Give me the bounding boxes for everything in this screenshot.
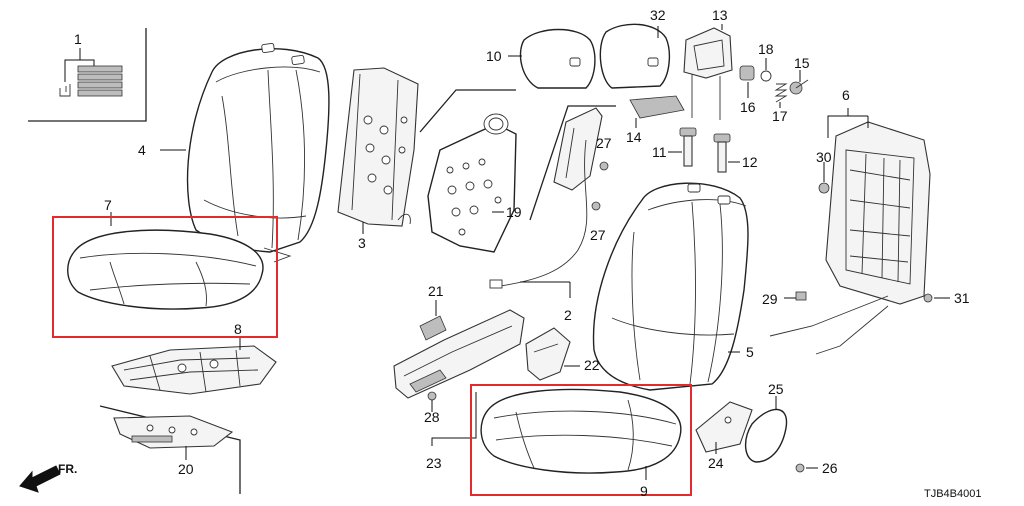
bolt-part-15 (789, 70, 809, 95)
highlight-box-part-9 (470, 384, 692, 496)
callout-32: 32 (650, 7, 666, 23)
back-pad-part-3 (337, 67, 419, 234)
highlight-box-part-7 (52, 216, 278, 338)
front-label: FR. (58, 462, 78, 476)
callout-11: 11 (652, 144, 667, 160)
callout-26: 26 (822, 460, 838, 476)
cushion-cover-part-7 (67, 212, 264, 310)
back-plate-part-19 (419, 89, 517, 253)
guide-part-14 (629, 95, 685, 128)
side-cover-part-25 (745, 396, 788, 463)
callout-20: 20 (178, 461, 194, 477)
screw-part-28 (427, 391, 437, 412)
guide-sleeve-part-12 (713, 133, 740, 173)
diagram-code: TJB4B4001 (924, 488, 982, 500)
spring-part-17 (774, 83, 788, 108)
callout-8: 8 (234, 321, 242, 337)
callout-12: 12 (742, 154, 758, 170)
callout-28: 28 (424, 409, 440, 425)
callout-14: 14 (626, 129, 642, 145)
callout-10: 10 (486, 48, 502, 64)
bracket-part-24 (695, 401, 753, 454)
callout-4: 4 (138, 142, 146, 158)
callout-15: 15 (794, 55, 810, 71)
callout-1: 1 (74, 31, 82, 47)
callout-7: 7 (104, 197, 112, 213)
callout-13: 13 (712, 7, 728, 23)
callout-27b: 27 (590, 227, 606, 243)
callout-16: 16 (740, 99, 756, 115)
knob-part-16 (739, 65, 755, 98)
callout-21: 21 (428, 283, 444, 299)
callout-19: 19 (506, 204, 522, 220)
callout-18: 18 (758, 41, 774, 57)
callout-24: 24 (708, 455, 724, 471)
callout-27a: 27 (596, 135, 612, 151)
headrest-frame-part-13 (683, 24, 733, 120)
clip-set-part-1 (28, 28, 147, 122)
callout-22: 22 (584, 357, 600, 373)
seat-cushion-part-9 (480, 388, 682, 480)
clip-part-29 (784, 291, 807, 301)
headrest-part-32 (599, 23, 671, 89)
headrest-cover-part-10 (508, 28, 596, 89)
callout-25: 25 (768, 381, 784, 397)
screw-part-26 (795, 463, 818, 473)
front-direction-arrow (19, 465, 61, 493)
callout-6: 6 (842, 87, 850, 103)
callout-3: 3 (358, 235, 366, 251)
cushion-frame-part-8 (111, 336, 277, 395)
callout-5: 5 (746, 344, 754, 360)
callout-31: 31 (954, 290, 970, 306)
seatback-cover-part-5 (592, 182, 749, 391)
cushion-pad-part-20 (99, 405, 241, 494)
clip-part-18 (760, 58, 772, 82)
callout-23: 23 (426, 455, 442, 471)
callout-9: 9 (640, 483, 648, 499)
side-airbag-part-2 (489, 105, 616, 298)
seatback-cover-part-4 (160, 43, 330, 263)
side-trim-part-23 (393, 309, 525, 446)
callout-2: 2 (564, 307, 572, 323)
trim-part-21 (419, 300, 447, 341)
callout-29: 29 (762, 291, 778, 307)
callout-30: 30 (816, 149, 832, 165)
seatback-frame-part-6 (769, 108, 931, 355)
trim-part-22 (525, 327, 580, 381)
bolt-part-31 (923, 293, 950, 303)
callout-17: 17 (772, 108, 788, 124)
guide-sleeve-part-11 (668, 127, 697, 167)
